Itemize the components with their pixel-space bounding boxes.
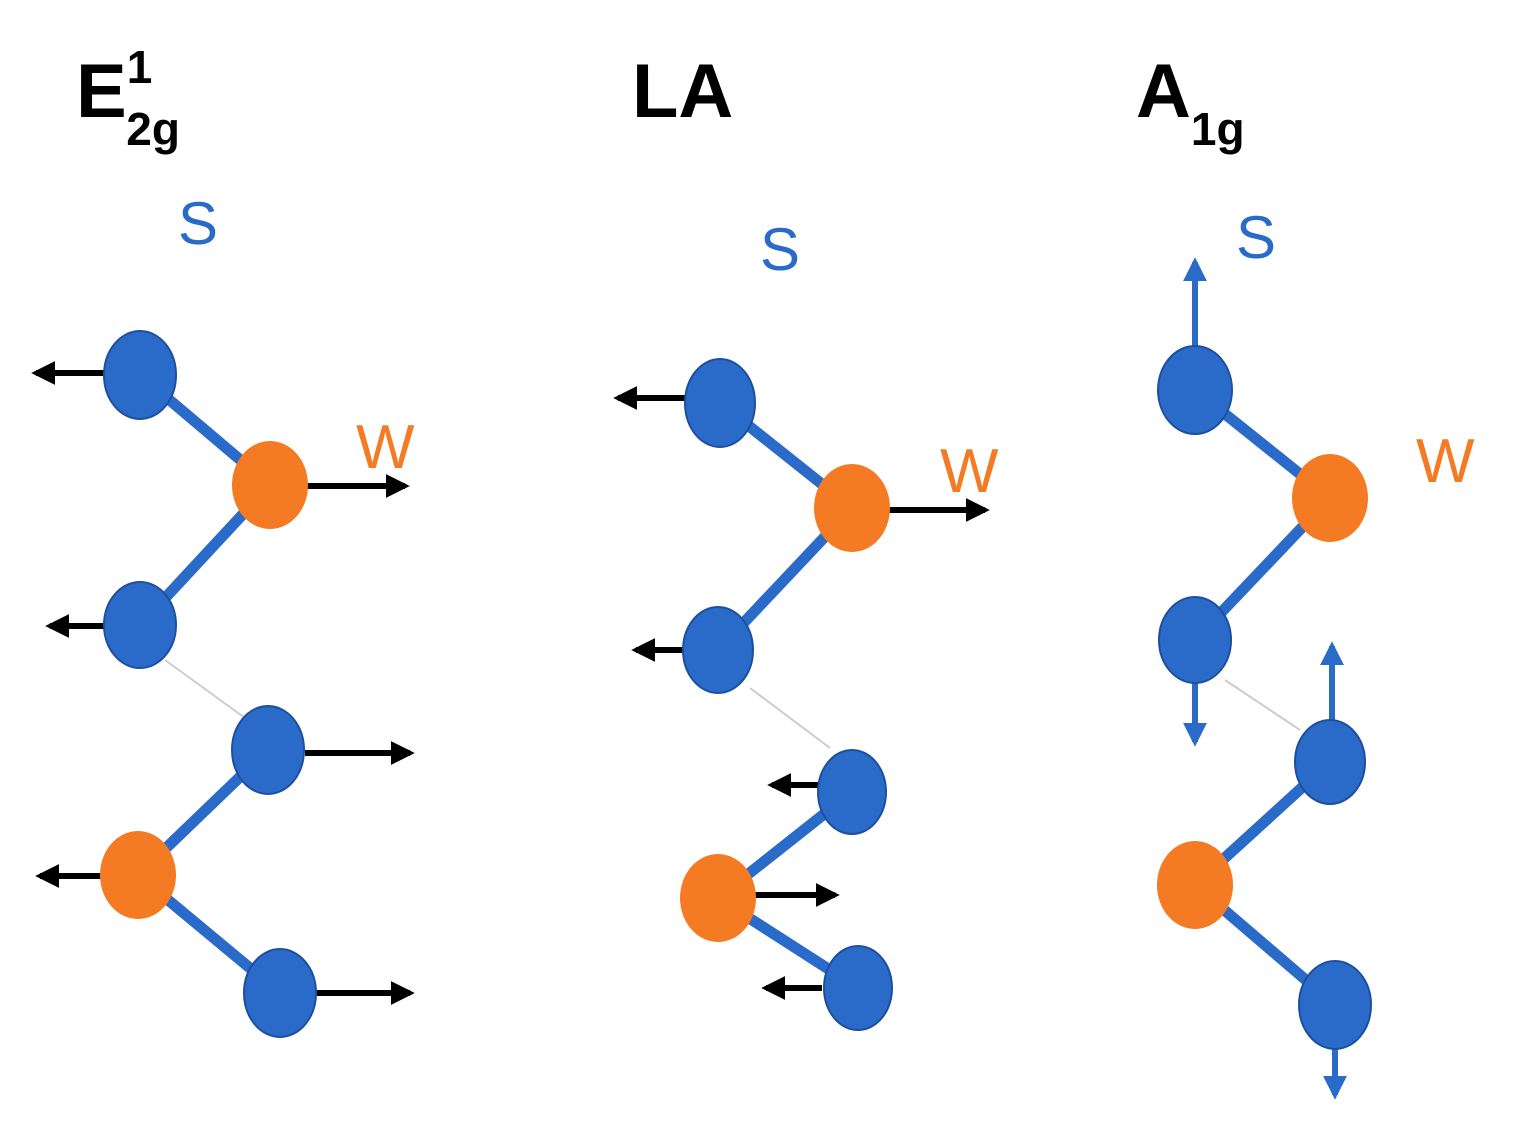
sulfur-atom xyxy=(1294,719,1366,805)
tungsten-label-panel-1: W xyxy=(356,413,415,482)
tungsten-atom xyxy=(680,854,756,942)
structures-group xyxy=(31,257,1372,1100)
sulfur-atom xyxy=(1298,960,1372,1050)
sulfur-atom xyxy=(103,581,177,669)
tungsten-label-panel-2: W xyxy=(940,437,999,506)
tungsten-atom xyxy=(100,831,176,919)
sulfur-atom xyxy=(682,606,754,694)
interlayer-link xyxy=(1224,679,1301,731)
tungsten-label-panel-3: W xyxy=(1416,427,1475,496)
sulfur-atom xyxy=(684,358,756,448)
sulfur-atom xyxy=(823,945,893,1031)
sulfur-label-panel-2: S xyxy=(760,216,800,283)
tungsten-atom xyxy=(232,441,308,529)
tungsten-atom xyxy=(814,464,890,552)
sulfur-atom xyxy=(1158,596,1232,684)
sulfur-label-panel-1: S xyxy=(178,190,218,257)
sulfur-atom xyxy=(817,749,887,835)
mode-title-a1g: A1g xyxy=(1136,49,1245,155)
sulfur-atom xyxy=(231,705,305,795)
sulfur-label-panel-3: S xyxy=(1236,204,1276,271)
tungsten-atom xyxy=(1292,454,1368,542)
sulfur-atom xyxy=(103,330,177,420)
interlayer-link xyxy=(164,659,246,719)
mode-title-la: LA xyxy=(632,49,733,134)
sulfur-atom xyxy=(243,948,317,1038)
interlayer-link xyxy=(749,687,831,749)
sulfur-atom xyxy=(1157,345,1233,435)
tungsten-atom xyxy=(1157,841,1233,929)
